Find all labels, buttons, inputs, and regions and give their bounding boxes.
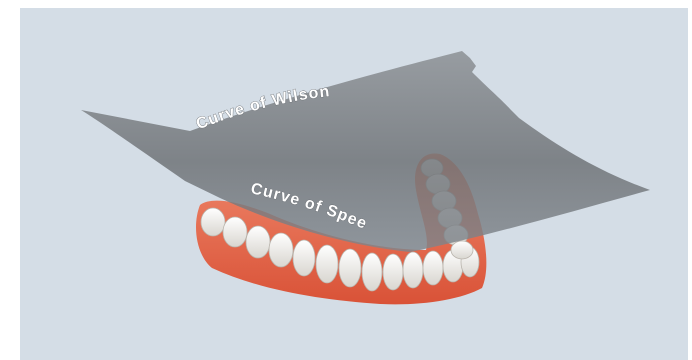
dental-curves-diagram: Curve of Wilson Curve of Spee — [0, 0, 692, 360]
